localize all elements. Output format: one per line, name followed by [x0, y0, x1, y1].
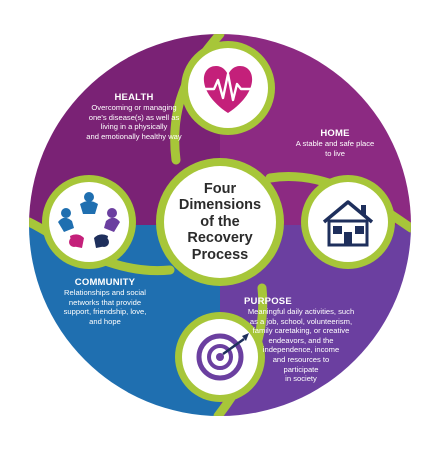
health-title: HEALTH	[114, 92, 154, 103]
community-title: COMMUNITY	[74, 277, 136, 288]
health-label: HEALTH Overcoming or managing one's dise…	[80, 92, 188, 141]
purpose-title: PURPOSE	[244, 296, 292, 307]
home-description: A stable and safe place to live	[295, 139, 375, 158]
purpose-description: Meaningful daily activities, such as a j…	[247, 307, 355, 384]
community-description: Relationships and social networks that p…	[63, 288, 147, 326]
house-icon	[301, 175, 395, 269]
community-label: COMMUNITY Relationships and social netwo…	[46, 277, 164, 326]
health-description: Overcoming or managing one's disease(s) …	[86, 103, 182, 141]
center-title: Four Dimensions of the Recovery Process	[178, 180, 262, 263]
home-label: HOME A stable and safe place to live	[283, 128, 387, 158]
center-circle	[164, 166, 276, 278]
purpose-label: PURPOSE Meaningful daily activities, suc…	[240, 296, 380, 384]
heart-heartbeat-icon	[181, 41, 275, 135]
people-circle-icon	[42, 175, 136, 269]
target-icon	[175, 312, 265, 402]
home-title: HOME	[320, 128, 350, 139]
